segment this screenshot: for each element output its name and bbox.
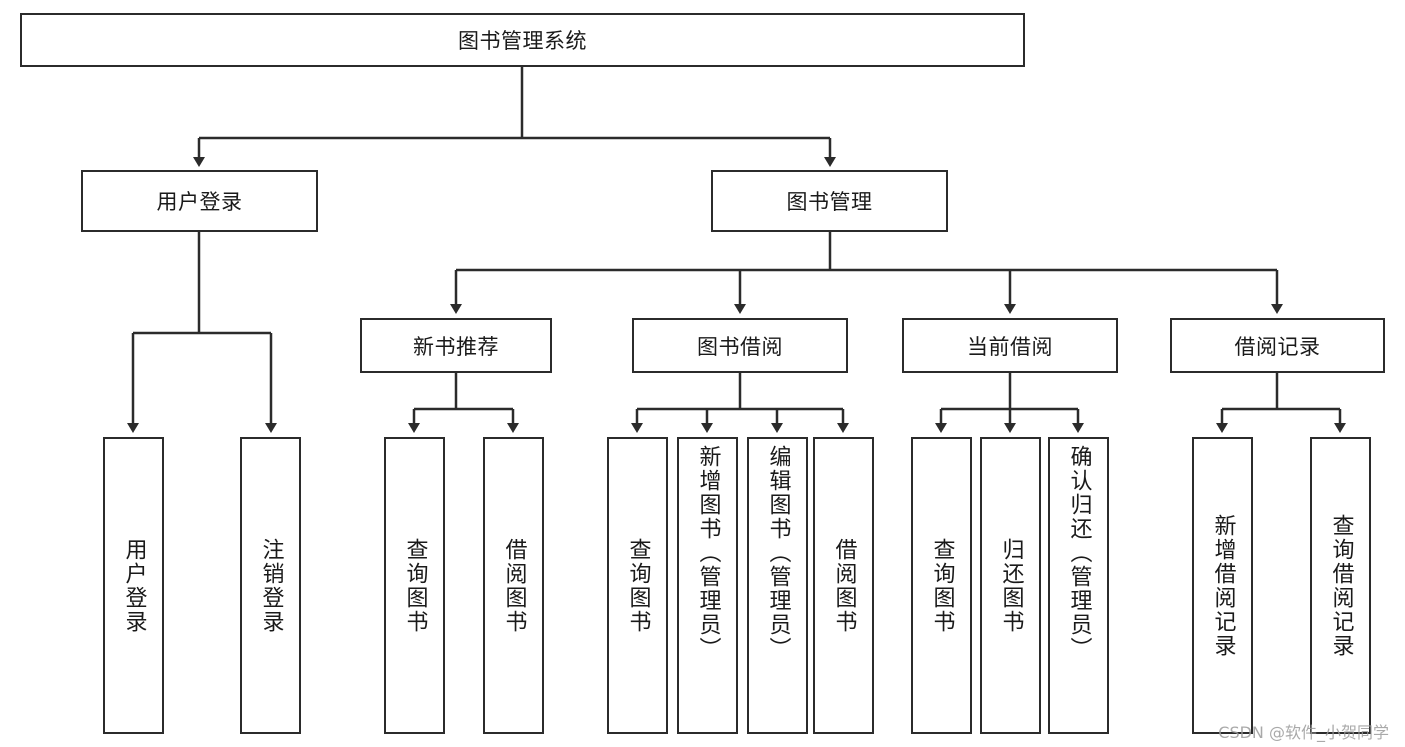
node-label: 编辑图书（管理员） bbox=[765, 445, 791, 661]
node-root-book-management-system[interactable]: 图书管理系统 bbox=[20, 13, 1025, 67]
node-current-borrow[interactable]: 当前借阅 bbox=[902, 318, 1118, 373]
node-label: 图书管理 bbox=[786, 190, 873, 214]
leaf-user-login-login[interactable]: 用户登录 bbox=[103, 437, 164, 734]
node-label: 图书借阅 bbox=[697, 334, 783, 359]
node-label: 注销登录 bbox=[258, 537, 284, 634]
node-borrow-record[interactable]: 借阅记录 bbox=[1170, 318, 1385, 373]
node-label: 借阅图书 bbox=[831, 537, 857, 634]
node-label: 新增借阅记录 bbox=[1210, 513, 1236, 658]
node-label: 借阅图书 bbox=[501, 537, 527, 634]
leaf-current-borrow-return-book[interactable]: 归还图书 bbox=[980, 437, 1041, 734]
leaf-borrow-record-query-record[interactable]: 查询借阅记录 bbox=[1310, 437, 1371, 734]
leaf-book-borrow-edit-book-admin[interactable]: 编辑图书（管理员） bbox=[747, 437, 808, 734]
node-label: 查询图书 bbox=[929, 537, 955, 634]
leaf-book-borrow-add-book-admin[interactable]: 新增图书（管理员） bbox=[677, 437, 738, 734]
leaf-current-borrow-confirm-return-admin[interactable]: 确认归还（管理员） bbox=[1048, 437, 1109, 734]
leaf-book-borrow-borrow-book[interactable]: 借阅图书 bbox=[813, 437, 874, 734]
leaf-book-borrow-query-book[interactable]: 查询图书 bbox=[607, 437, 668, 734]
node-label: 归还图书 bbox=[998, 537, 1024, 634]
leaf-current-borrow-query-book[interactable]: 查询图书 bbox=[911, 437, 972, 734]
node-book-management[interactable]: 图书管理 bbox=[711, 170, 948, 232]
leaf-borrow-record-add-record[interactable]: 新增借阅记录 bbox=[1192, 437, 1253, 734]
node-label: 查询图书 bbox=[625, 537, 651, 634]
leaf-new-book-borrow-book[interactable]: 借阅图书 bbox=[483, 437, 544, 734]
node-user-login[interactable]: 用户登录 bbox=[81, 170, 318, 232]
node-label: 确认归还（管理员） bbox=[1066, 445, 1092, 661]
node-label: 借阅记录 bbox=[1234, 334, 1321, 359]
node-label: 查询借阅记录 bbox=[1328, 513, 1354, 658]
leaf-new-book-query-book[interactable]: 查询图书 bbox=[384, 437, 445, 734]
node-label: 新增图书（管理员） bbox=[695, 445, 721, 661]
node-label: 新书推荐 bbox=[413, 334, 499, 359]
node-new-book-recommend[interactable]: 新书推荐 bbox=[360, 318, 552, 373]
node-label: 用户登录 bbox=[121, 537, 147, 634]
node-book-borrow[interactable]: 图书借阅 bbox=[632, 318, 848, 373]
node-label: 图书管理系统 bbox=[458, 29, 587, 53]
node-label: 当前借阅 bbox=[967, 334, 1053, 359]
leaf-user-login-logout[interactable]: 注销登录 bbox=[240, 437, 301, 734]
node-label: 查询图书 bbox=[402, 537, 428, 634]
node-label: 用户登录 bbox=[156, 190, 243, 214]
csdn-watermark: CSDN @软件_小贺同学 bbox=[1218, 723, 1389, 742]
